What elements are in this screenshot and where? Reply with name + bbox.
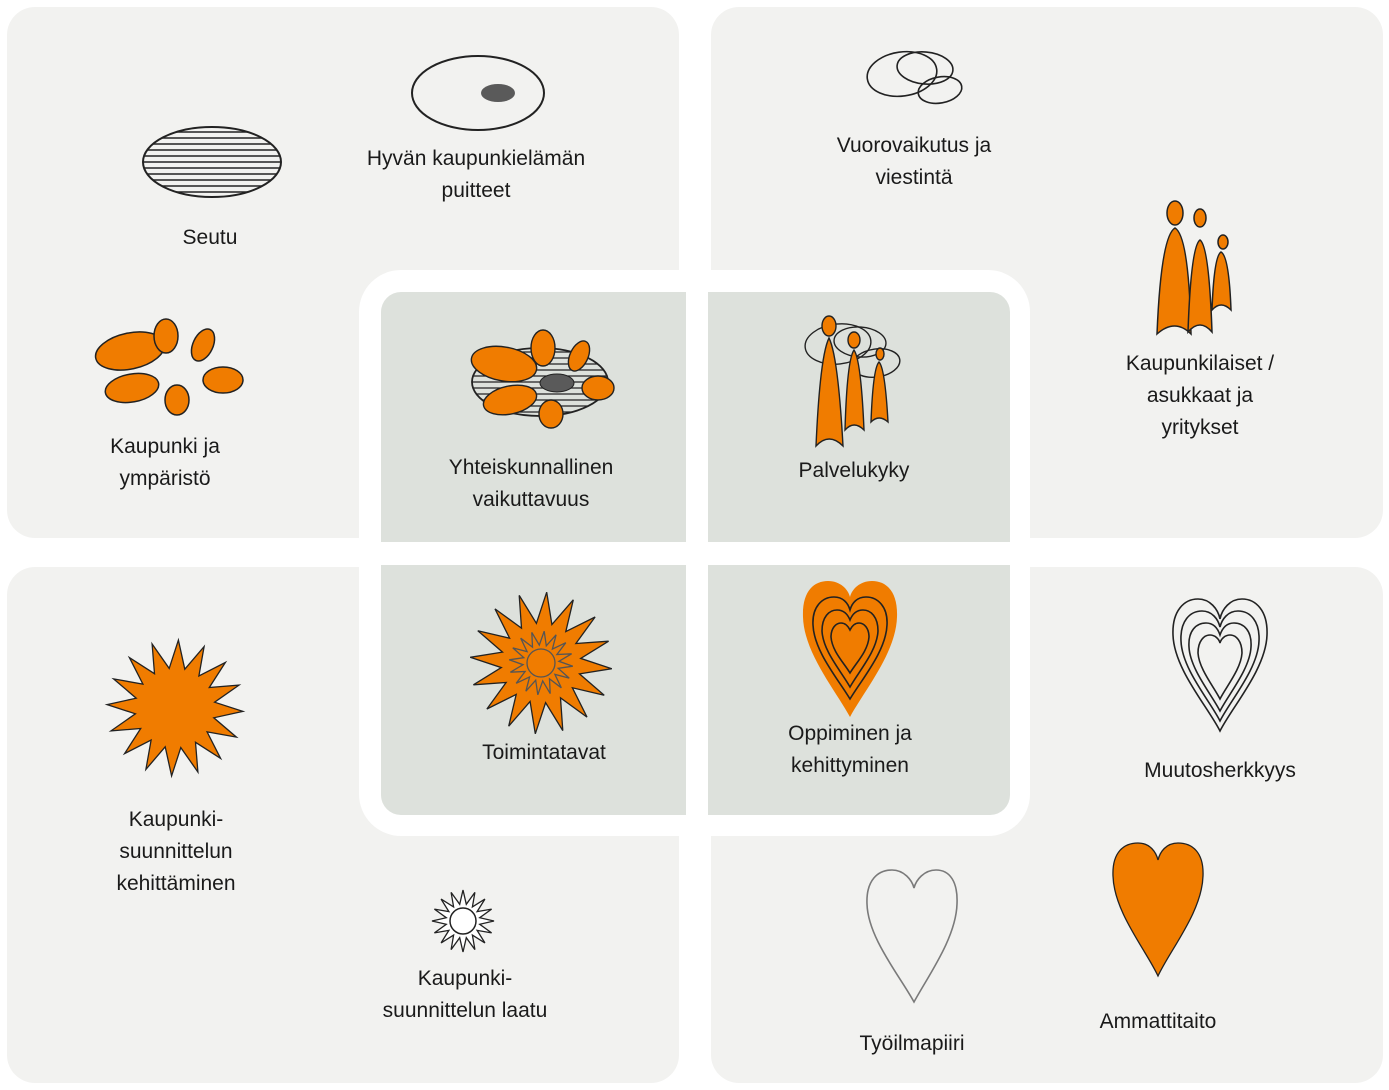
figures-with-loops-icon xyxy=(804,315,901,448)
label-palvelukyky: Palvelukyky xyxy=(798,459,910,482)
label-yhteiskunnallinen-vaikuttavuus: Yhteiskunnallinen vaikuttavuus xyxy=(448,456,614,511)
nested-hearts-icon xyxy=(1172,598,1268,733)
orange-heart-icon xyxy=(1112,842,1204,978)
label-ammattitaito: Ammattitaito xyxy=(1099,1010,1217,1033)
label-kaupunkisuunnittelun-kehittaminen: Kaupunki- suunnittelun kehittäminen xyxy=(116,808,236,895)
label-tyoilmapiiri: Työilmapiiri xyxy=(859,1032,965,1055)
label-hyvan-kaupunkielaman-puitteet: Hyvän kaupunkielämän puitteet xyxy=(366,147,586,202)
label-seutu: Seutu xyxy=(182,226,238,249)
label-oppiminen-ja-kehittyminen: Oppiminen ja kehittyminen xyxy=(788,722,912,777)
three-figures-icon xyxy=(1156,200,1232,336)
label-muutosherkkyys: Muutosherkkyys xyxy=(1144,759,1296,782)
overlapping-loops-icon xyxy=(866,50,963,105)
label-kaupunkilaiset-asukkaat-ja-yritykset: Kaupunkilaiset / asukkaat ja yritykset xyxy=(1125,352,1275,439)
orange-ellipses-icon xyxy=(94,318,244,416)
striped-ellipse-icon xyxy=(142,126,282,198)
label-toimintatavat: Toimintatavat xyxy=(482,741,606,764)
double-sun-icon xyxy=(469,591,613,735)
center-cell-yhteiskunnallinen xyxy=(381,292,686,542)
orange-sun-icon xyxy=(104,637,246,779)
label-kaupunkisuunnittelun-laatu: Kaupunki- suunnittelun laatu xyxy=(382,967,548,1022)
outline-heart-icon xyxy=(866,869,958,1004)
ellipse-with-dot-icon xyxy=(411,55,545,131)
combined-ellipses-icon xyxy=(470,329,615,429)
orange-nested-hearts-icon xyxy=(802,581,898,717)
label-vuorovaikutus-ja-viestinta: Vuorovaikutus ja viestintä xyxy=(836,134,992,189)
small-sun-icon xyxy=(431,889,495,953)
label-kaupunki-ja-ymparisto: Kaupunki ja ympäristö xyxy=(110,435,220,490)
